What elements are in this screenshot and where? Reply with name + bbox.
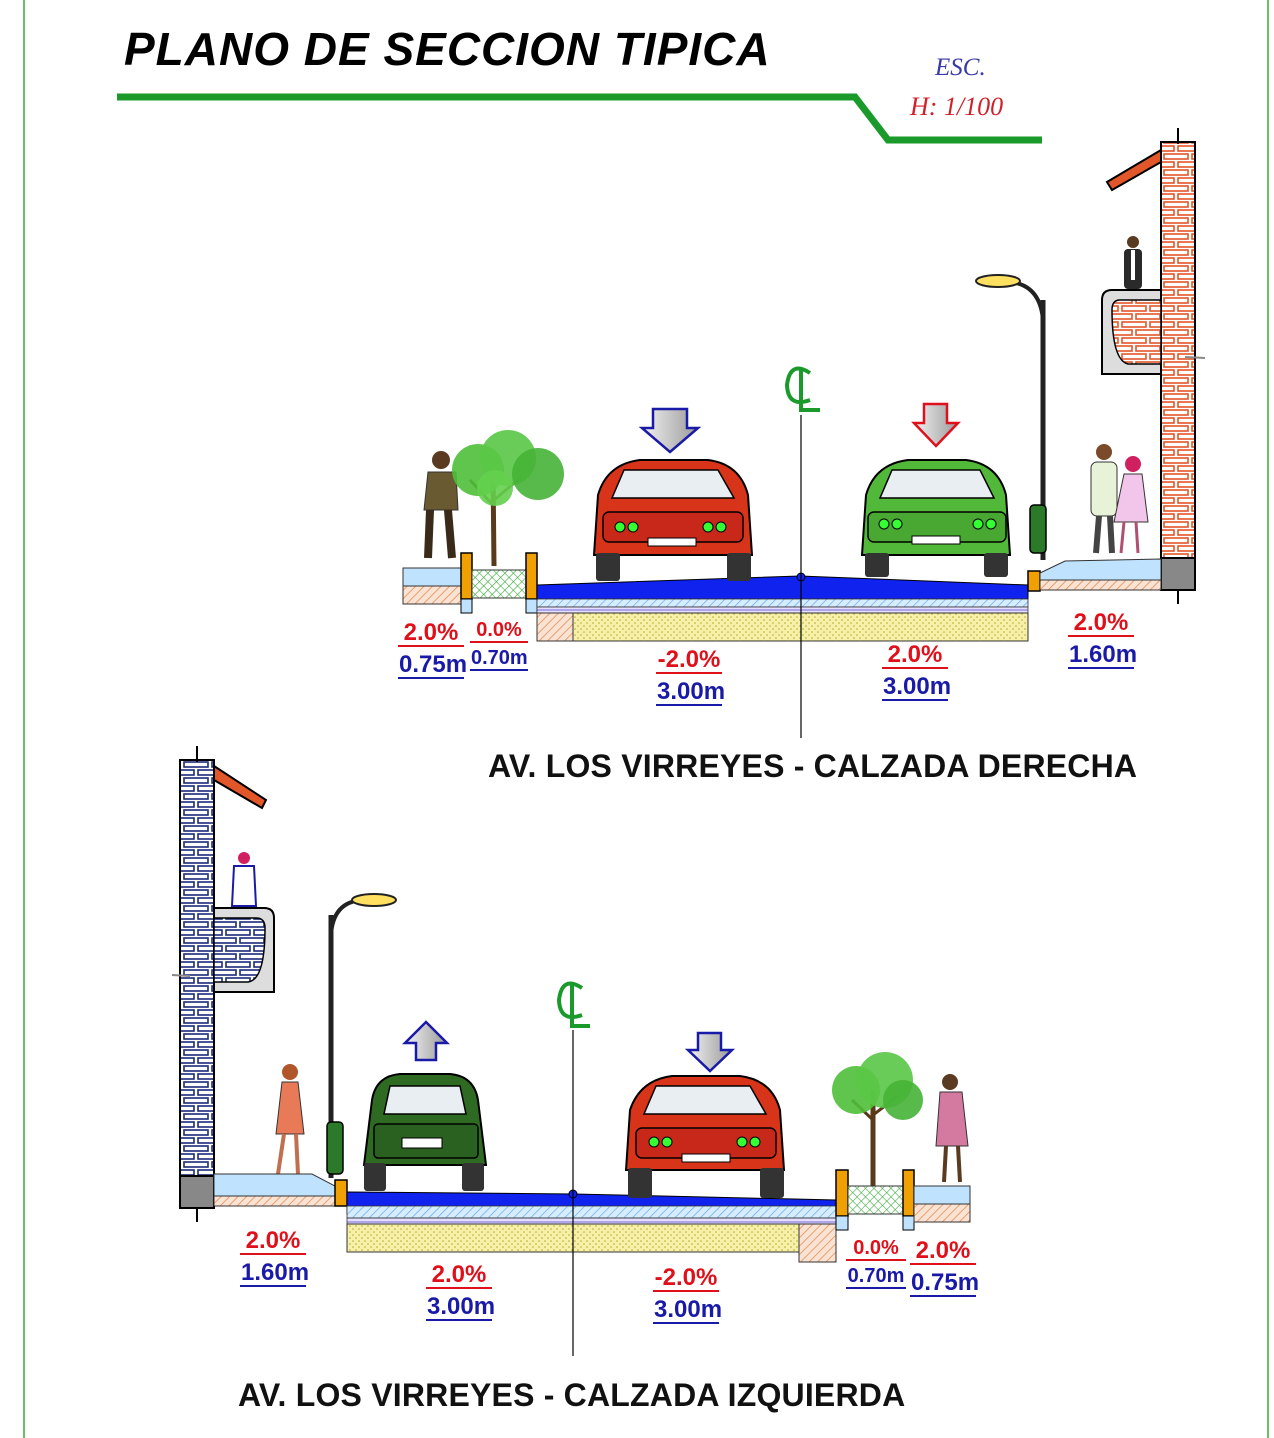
dim-left-planter: 0.0% 0.70m xyxy=(846,1237,906,1289)
arrow-up-left-lane xyxy=(401,1020,451,1062)
dim-left-lane-1: 2.0% 3.00m xyxy=(426,1261,496,1322)
woman-walking-left xyxy=(275,1064,305,1175)
car-red-right-section xyxy=(592,459,754,581)
people-couple-right xyxy=(1090,444,1149,554)
dim-left-sidewalk-right: 2.0% 0.75m xyxy=(910,1237,980,1298)
centerline-symbol-right xyxy=(784,366,820,412)
arrow-down-right-lane xyxy=(911,402,961,448)
centerline-symbol-left xyxy=(556,981,590,1028)
scale-value: H: 1/100 xyxy=(910,92,1004,121)
pavement-left xyxy=(213,1169,971,1263)
dim-right-sidewalk-right: 2.0% 1.60m xyxy=(1068,609,1138,670)
caption-calzada-izquierda: AV. LOS VIRREYES - CALZADA IZQUIERDA xyxy=(238,1377,906,1413)
person-balcony-right xyxy=(1124,236,1142,289)
scale-label: ESC. xyxy=(935,54,986,81)
page-title: PLANO DE SECCION TIPICA xyxy=(124,23,771,75)
building-wall-left xyxy=(171,746,275,1222)
section-right-drawing xyxy=(402,128,1206,738)
dim-right-planter: 0.0% 0.70m xyxy=(470,619,528,671)
title-underline xyxy=(117,93,1042,144)
dim-right-sidewalk-left: 2.0% 0.75m xyxy=(398,619,468,680)
car-red-left-section xyxy=(624,1075,786,1198)
dim-left-sidewalk-left: 2.0% 1.60m xyxy=(240,1227,310,1288)
building-wall-right xyxy=(1101,128,1206,604)
arrow-down-left-lane xyxy=(638,407,702,454)
section-left-drawing xyxy=(171,746,971,1356)
dim-left-lane-2: -2.0% 3.00m xyxy=(653,1264,723,1325)
caption-calzada-derecha: AV. LOS VIRREYES - CALZADA DERECHA xyxy=(488,748,1138,784)
dim-right-lane-1: -2.0% 3.00m xyxy=(656,646,726,707)
car-green-right-section xyxy=(860,459,1012,577)
car-green-rear-left-section xyxy=(362,1073,488,1191)
man-walking-right-section xyxy=(423,451,459,559)
arrow-down-right-lane-bottom xyxy=(684,1031,736,1073)
person-balcony-left xyxy=(230,852,258,907)
tree-right-section xyxy=(452,430,564,567)
street-lamp-right xyxy=(975,274,1047,560)
woman-standing-left-section xyxy=(935,1074,969,1183)
street-lamp-left xyxy=(326,893,397,1178)
tree-left-section xyxy=(832,1052,923,1186)
dim-right-lane-2: 2.0% 3.00m xyxy=(882,641,952,702)
